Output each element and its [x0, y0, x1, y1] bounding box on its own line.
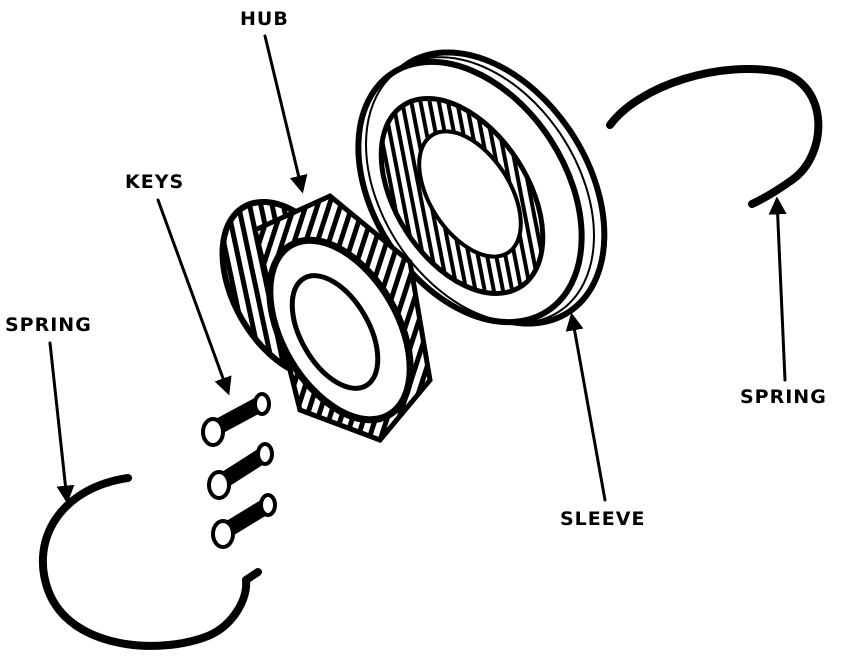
- spring-right-label: SPRING: [740, 386, 827, 408]
- sleeve-label: SLEEVE: [560, 508, 645, 530]
- hub-label: HUB: [240, 8, 289, 30]
- spring-left: [38, 474, 262, 650]
- sleeve: [355, 49, 608, 327]
- sleeve-leader-arrow: [565, 312, 607, 502]
- hub-leader-arrow: [263, 34, 308, 194]
- spring-right: [606, 65, 823, 208]
- key-3: [211, 493, 277, 549]
- keys-leader-arrow: [156, 198, 232, 396]
- hub: [219, 193, 433, 443]
- spring-left-label: SPRING: [5, 314, 92, 336]
- key-2: [207, 442, 274, 500]
- spring-right-leader-arrow: [768, 196, 787, 382]
- keys-label: KEYS: [125, 171, 184, 193]
- spring-left-leader-arrow: [48, 341, 75, 504]
- key-1: [201, 392, 271, 447]
